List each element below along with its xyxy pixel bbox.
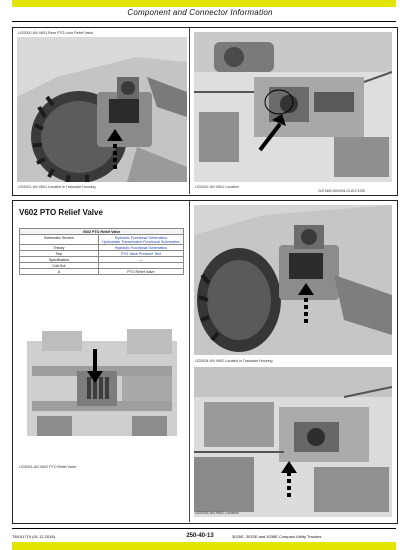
reference-id: OUT4460,0000304-19-20171006	[318, 189, 365, 193]
figure-caption: UO2000-UN V601 Rear PTO Lube Relief Valv…	[18, 31, 94, 35]
figure-caption: UO2004-UN V602 Located in Transaxle Hous…	[195, 359, 273, 363]
valve-location-image	[194, 32, 392, 182]
footer-product: 3025E, 3032E and 3038E Compact Utility T…	[232, 534, 322, 539]
transaxle-housing-image	[194, 205, 392, 355]
table-row: A PTO Relief Valve	[19, 268, 185, 275]
page-header-title: Component and Connector Information	[127, 8, 273, 17]
figure-caption: UO2002-UN V601 Location	[195, 185, 239, 189]
valve-location-closeup-image	[194, 367, 392, 517]
figure-divider	[189, 201, 190, 522]
table-row: Schematic Section Hydraulic Functional S…	[19, 234, 185, 245]
figure-caption: UO2003-UN V602 PTO Relief Valve	[19, 465, 77, 469]
figure-divider	[189, 28, 190, 194]
tractor-rear-pto-image	[17, 37, 187, 182]
figure-caption: UO2001-UN V601 Located in Transaxle Hous…	[18, 185, 96, 189]
footer-page-number: 250-40-13	[186, 533, 214, 539]
relief-valve-cutaway-image	[17, 321, 185, 461]
footer-rule	[12, 528, 396, 529]
footer-doc-id: TM151719 (01.12.2018)	[12, 534, 55, 539]
footer-color-bar	[12, 542, 396, 550]
section-title: V602 PTO Relief Valve	[19, 208, 103, 217]
schematic-link[interactable]: Hydrostatic Transmission Functional Sche…	[102, 239, 180, 244]
schematic-link[interactable]: Hydraulic Functional Schematics	[114, 235, 167, 240]
valve-section-frame: V602 PTO Relief Valve V602 PTO Relief Va…	[12, 200, 398, 524]
header-color-bar	[12, 0, 396, 7]
valve-info-table: V602 PTO Relief Valve Schematic Section …	[19, 228, 185, 275]
figure-caption: UO2005-UN V602 Location	[195, 511, 239, 515]
header-rule	[12, 21, 396, 22]
top-figure-frame: UO2000-UN V601 Rear PTO Lube Relief Valv…	[12, 27, 398, 196]
